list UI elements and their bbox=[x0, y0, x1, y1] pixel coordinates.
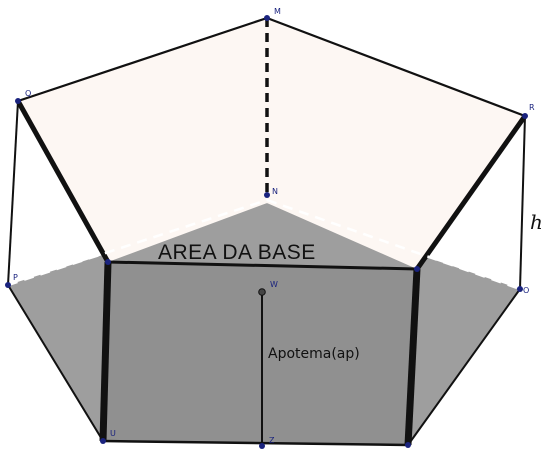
area-base-label: AREA DA BASE bbox=[158, 241, 316, 264]
edge-bottom-O bbox=[407, 288, 521, 446]
edge-inner-top bbox=[107, 260, 418, 271]
point-Q-dot bbox=[15, 98, 21, 104]
edge-U-bottom bbox=[102, 439, 409, 447]
point-U-dot bbox=[100, 438, 106, 444]
point-M-label: M bbox=[274, 7, 281, 16]
edge-N-O-hidden bbox=[266, 198, 521, 291]
point-M-dot bbox=[264, 15, 270, 21]
point-N-dot bbox=[264, 192, 270, 198]
point-P-label: P bbox=[13, 273, 18, 282]
edge-Q-M bbox=[17, 16, 268, 103]
point-W-label: W bbox=[270, 280, 278, 289]
point-R-label: R bbox=[529, 103, 535, 112]
height-label: h bbox=[530, 210, 543, 234]
edge-M-R bbox=[266, 16, 526, 118]
point-bottom-right-dot bbox=[405, 442, 411, 448]
point-inner-right-dot bbox=[414, 266, 420, 272]
point-N-label: N bbox=[272, 187, 278, 196]
apothem-label: Apotema(ap) bbox=[268, 346, 360, 362]
point-inner-left-dot bbox=[105, 259, 111, 265]
edge-R-inner bbox=[414, 114, 528, 271]
point-P-dot bbox=[5, 282, 11, 288]
point-O-label: O bbox=[523, 286, 529, 295]
edge-inner-left bbox=[99, 261, 112, 442]
point-U-label: U bbox=[110, 429, 116, 438]
point-R-dot bbox=[522, 113, 528, 119]
edge-P-N-hidden bbox=[7, 198, 268, 287]
base-inner-region bbox=[103, 262, 417, 445]
edge-inner-right bbox=[404, 268, 421, 446]
point-Z-dot bbox=[259, 443, 265, 449]
top-face-left bbox=[18, 18, 267, 262]
edge-Q-inner bbox=[15, 99, 111, 264]
point-Z-label: Z bbox=[269, 436, 275, 445]
edge-P-U bbox=[7, 284, 104, 442]
edge-R-O bbox=[519, 115, 526, 290]
edge-Q-P bbox=[7, 100, 19, 286]
point-W-dot bbox=[258, 288, 266, 296]
point-O-dot bbox=[517, 286, 523, 292]
point-Q-label: Q bbox=[25, 89, 31, 98]
